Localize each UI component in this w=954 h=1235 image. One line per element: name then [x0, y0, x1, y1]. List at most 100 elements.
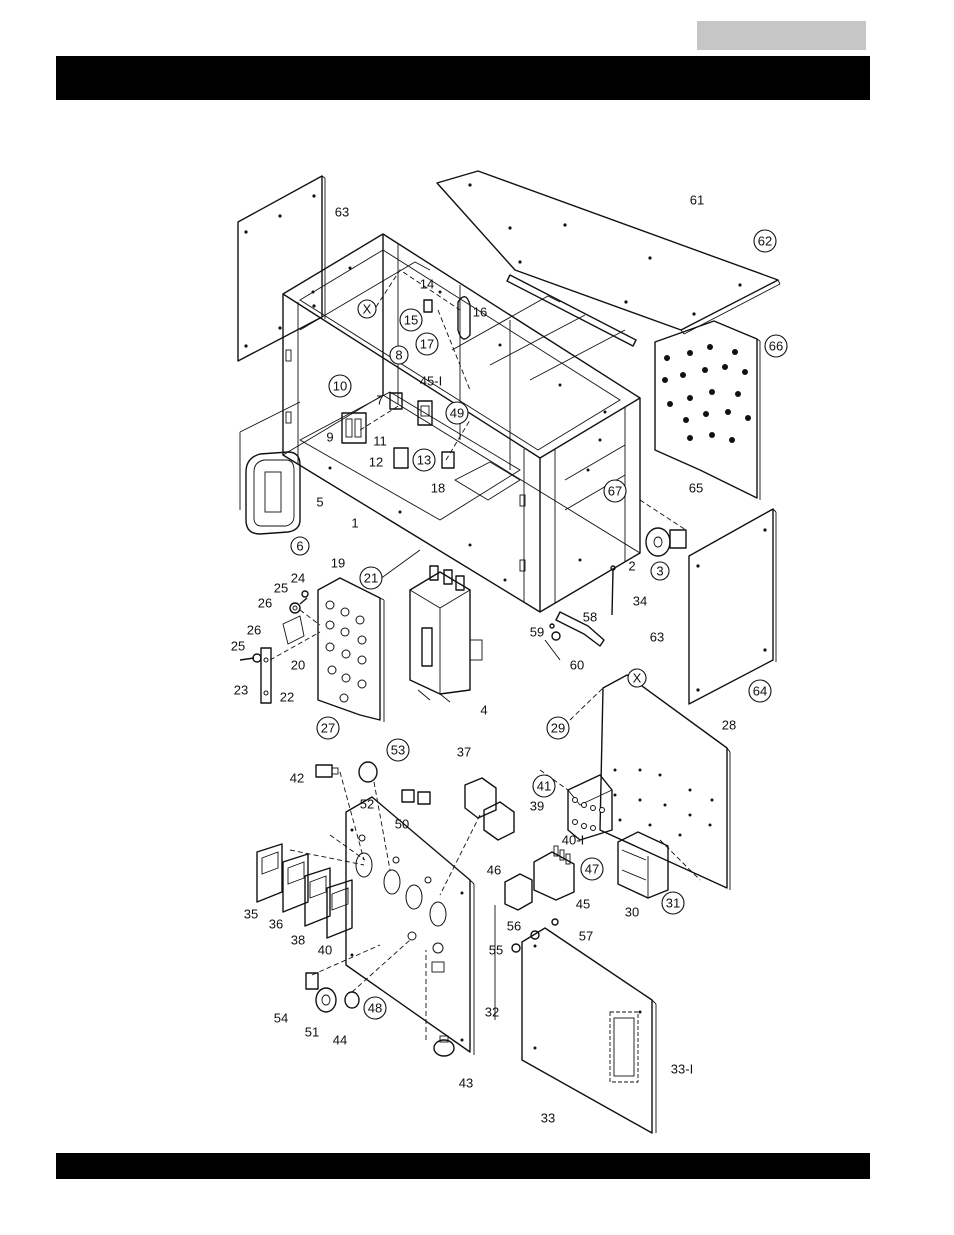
callout-c54: 54	[274, 1011, 288, 1026]
callout-label: 55	[489, 943, 503, 958]
callout-label: 56	[507, 919, 521, 934]
callout-c331: 33-I	[671, 1062, 693, 1077]
internal-components	[341, 296, 471, 469]
relay-block	[539, 769, 613, 841]
callout-label: 39	[530, 799, 544, 814]
callout-c42: 42	[290, 771, 304, 786]
callout-label: 4	[480, 703, 487, 718]
callout-c61: 61	[690, 193, 704, 208]
callout-label: 14	[420, 277, 434, 292]
callout-label: 51	[305, 1025, 319, 1040]
callout-label: 37	[457, 745, 471, 760]
callout-c7: 7	[376, 393, 383, 408]
callout-label: 48	[368, 1001, 382, 1016]
callout-label: 26	[247, 623, 261, 638]
lower-panel-components	[305, 939, 455, 1057]
callout-c27: 27	[316, 716, 340, 740]
callout-c9: 9	[326, 430, 333, 445]
callout-c65: 65	[689, 481, 703, 496]
callout-c49: 49	[445, 401, 469, 425]
callout-c14: 14	[420, 277, 434, 292]
callout-c11: 11	[373, 434, 387, 449]
callout-label: 24	[291, 571, 305, 586]
callout-circle	[359, 566, 383, 590]
callout-label: 19	[331, 556, 345, 571]
control-plate	[569, 674, 731, 890]
callout-c26a: 26	[258, 596, 272, 611]
side-panel-left	[237, 175, 326, 362]
callout-label: 58	[583, 610, 597, 625]
callout-label: 33-I	[671, 1062, 693, 1077]
callout-label: 46	[487, 863, 501, 878]
callout-c2: 2	[628, 559, 635, 574]
callout-label: 52	[360, 797, 374, 812]
callout-label: 25	[231, 639, 245, 654]
callout-c29: 29	[546, 716, 570, 740]
callout-circle	[546, 716, 570, 740]
callout-circle	[445, 401, 469, 425]
callout-label: 63	[650, 630, 664, 645]
callout-c34: 34	[633, 594, 647, 609]
callout-c38: 38	[291, 933, 305, 948]
callout-circle	[386, 738, 410, 762]
access-door	[239, 401, 301, 535]
callout-label: 29	[551, 721, 565, 736]
callout-circle	[328, 374, 352, 398]
callout-label: 63	[335, 205, 349, 220]
callout-c23: 23	[234, 683, 248, 698]
callout-c16: 16	[473, 305, 487, 320]
callout-c6: 6	[290, 536, 310, 556]
callout-c401: 40-I	[562, 833, 584, 848]
callout-c1: 1	[351, 516, 358, 531]
callout-circle	[412, 448, 436, 472]
callout-circle	[661, 891, 685, 915]
callout-label: 2	[628, 559, 635, 574]
callout-label: 5	[316, 495, 323, 510]
callout-c63b: 63	[650, 630, 664, 645]
circuit-breaker	[409, 565, 483, 703]
callout-circle	[389, 345, 409, 365]
callout-c30: 30	[625, 905, 639, 920]
callout-c64: 64	[748, 679, 772, 703]
callout-label: 65	[689, 481, 703, 496]
callout-c57: 57	[579, 929, 593, 944]
callout-c36: 36	[269, 917, 283, 932]
callout-label: 64	[753, 684, 767, 699]
callout-circle	[415, 332, 439, 356]
callout-label: 23	[234, 683, 248, 698]
callout-c37: 37	[457, 745, 471, 760]
callout-c62: 62	[753, 229, 777, 253]
callout-label: 61	[690, 193, 704, 208]
callout-label: 15	[404, 313, 418, 328]
callout-label: 27	[321, 721, 335, 736]
section-tab	[697, 21, 866, 50]
callout-circle	[748, 679, 772, 703]
callout-circle	[532, 774, 556, 798]
callout-c15: 15	[399, 308, 423, 332]
callout-label: 36	[269, 917, 283, 932]
callout-label: 38	[291, 933, 305, 948]
callout-label: 9	[326, 430, 333, 445]
callout-label: 16	[473, 305, 487, 320]
callout-label: X	[633, 671, 642, 686]
reference-line-x	[375, 269, 461, 311]
callout-label: 45-I	[420, 374, 442, 389]
rear-panel	[654, 320, 761, 500]
callout-c24: 24	[291, 571, 305, 586]
callout-label: 11	[373, 434, 387, 449]
side-panel-right	[688, 508, 777, 705]
support-rail	[506, 274, 637, 347]
callout-label: 35	[244, 907, 258, 922]
callout-c60: 60	[570, 658, 584, 673]
callout-c43: 43	[459, 1076, 473, 1091]
callout-label: 53	[391, 743, 405, 758]
callout-c4: 4	[480, 703, 487, 718]
callout-c44: 44	[333, 1033, 347, 1048]
callout-label: 45	[576, 897, 590, 912]
callout-label: 30	[625, 905, 639, 920]
callout-label: 50	[395, 817, 409, 832]
callout-c59: 59	[530, 625, 544, 640]
callout-label: 47	[585, 862, 599, 877]
callout-c48: 48	[363, 996, 387, 1020]
callout-c20: 20	[291, 658, 305, 673]
